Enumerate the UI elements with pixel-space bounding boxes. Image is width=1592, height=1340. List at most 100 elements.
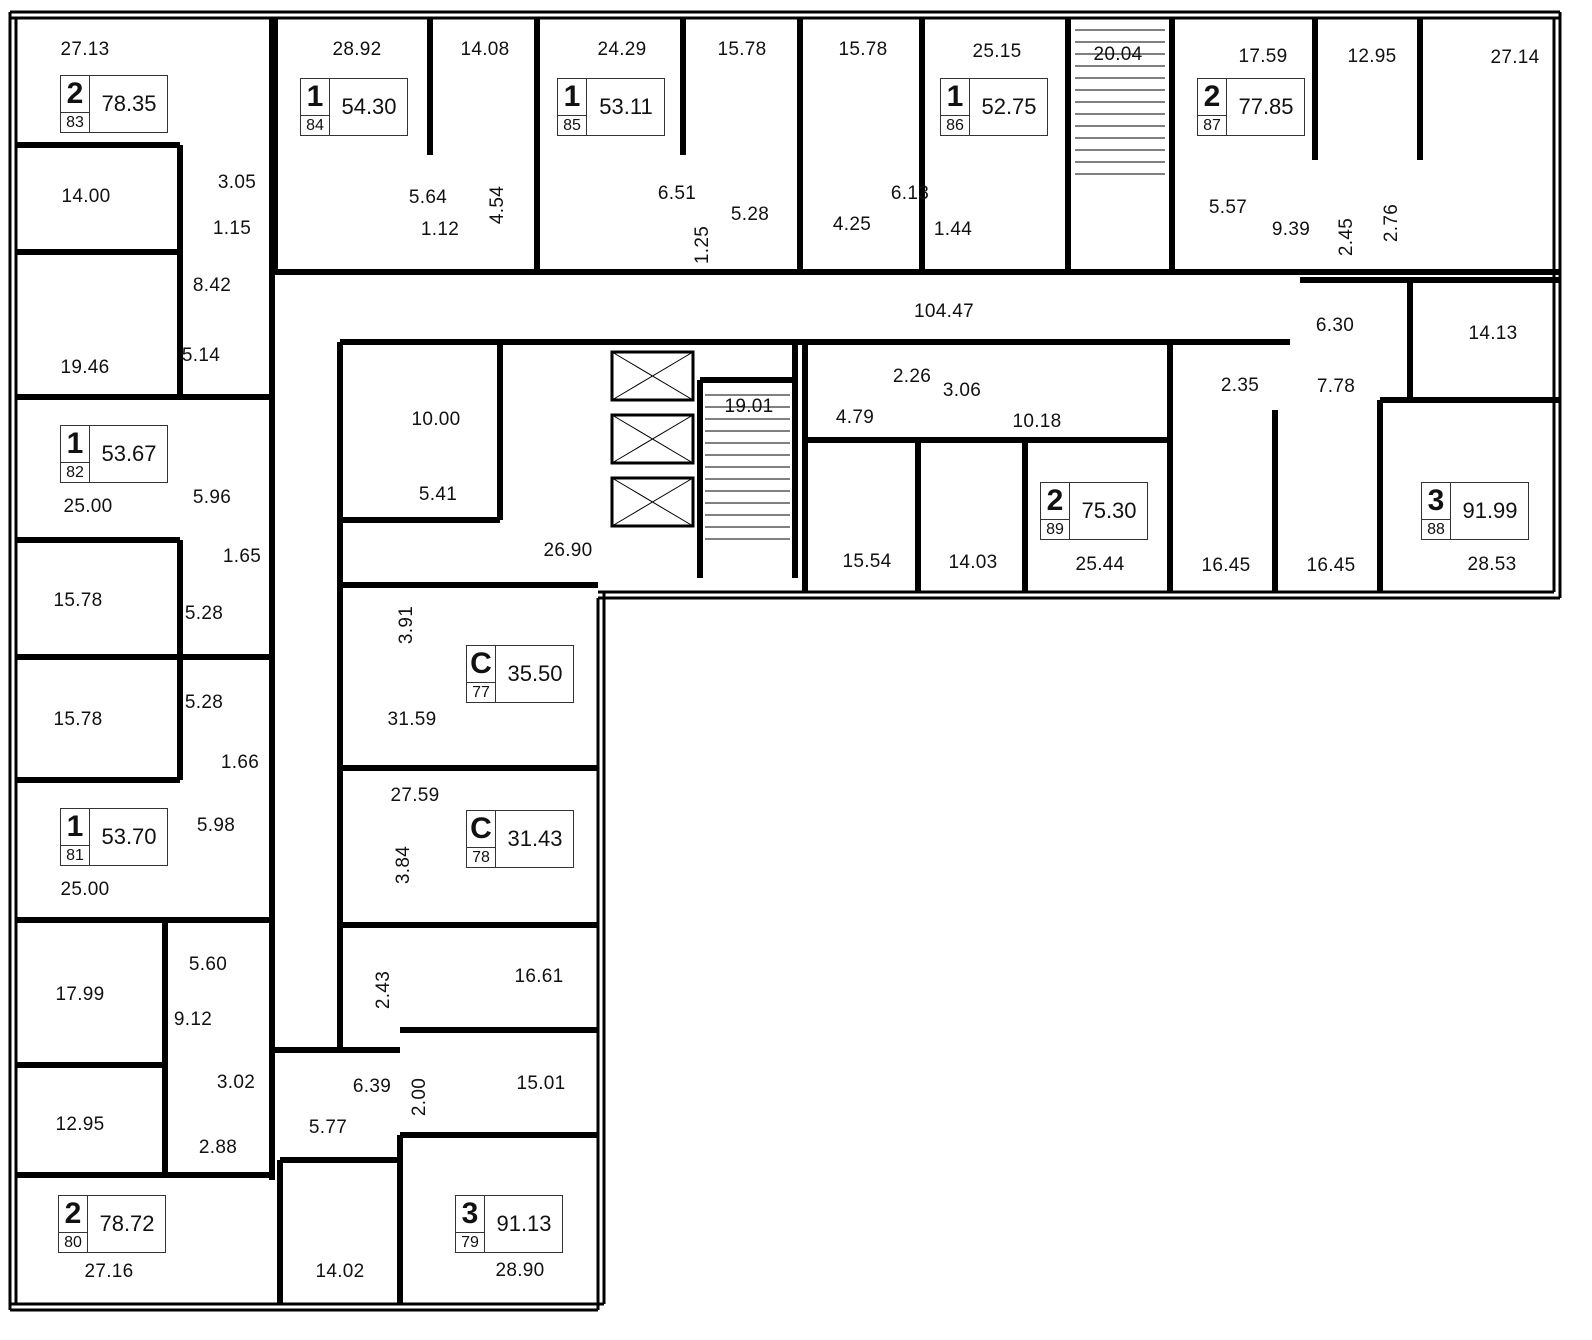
room-area-label: 20.04	[1093, 44, 1143, 65]
room-area-label: 7.78	[1316, 376, 1356, 397]
apartment-room-count: 3	[1427, 484, 1445, 517]
apartment-total-area: 31.43	[495, 811, 574, 867]
apartment-room-count: 1	[563, 80, 581, 113]
corridor-area-label: 104.47	[914, 301, 974, 322]
room-area-label: 14.08	[460, 39, 510, 60]
room-area-label: 2.26	[892, 366, 932, 387]
room-area-label: 10.18	[1012, 411, 1062, 432]
apartment-number: 81	[61, 845, 89, 866]
apartment-room-count: 1	[66, 810, 84, 843]
elevator-shaft	[610, 476, 695, 528]
elevator-shaft	[610, 350, 695, 402]
room-area-label: 8.42	[192, 275, 232, 296]
room-area-label: 2.43	[373, 970, 394, 1010]
room-area-label: 3.91	[396, 605, 417, 645]
room-area-label: 27.13	[60, 39, 110, 60]
room-area-label: 16.61	[514, 966, 564, 987]
apartment-number: 88	[1422, 519, 1450, 540]
room-area-label: 1.15	[212, 218, 252, 239]
room-area-label: 6.51	[657, 183, 697, 204]
apartment-number: 78	[467, 847, 495, 868]
room-area-label: 3.05	[217, 172, 257, 193]
room-area-label: 25.44	[1075, 554, 1125, 575]
room-area-label: 1.44	[933, 219, 973, 240]
apartment-total-area: 75.30	[1069, 483, 1148, 539]
room-area-label: 31.59	[387, 709, 437, 730]
room-area-label: 9.12	[173, 1009, 213, 1030]
apartment-number: 82	[61, 462, 89, 483]
room-area-label: 25.00	[63, 496, 113, 517]
room-area-label: 5.77	[308, 1117, 348, 1138]
apartment-total-area: 53.67	[89, 426, 168, 482]
room-area-label: 5.28	[184, 603, 224, 624]
room-area-label: 15.78	[717, 39, 767, 60]
room-area-label: 10.00	[411, 409, 461, 430]
room-area-label: 6.39	[352, 1076, 392, 1097]
room-area-label: 5.64	[408, 187, 448, 208]
apartment-total-area: 91.99	[1450, 483, 1529, 539]
room-area-label: 26.90	[543, 540, 593, 561]
room-area-label: 5.41	[418, 484, 458, 505]
room-area-label: 24.29	[597, 39, 647, 60]
apartment-total-area: 91.13	[484, 1196, 563, 1252]
room-area-label: 5.60	[188, 954, 228, 975]
apartment-number: 79	[456, 1232, 484, 1253]
room-area-label: 17.59	[1238, 46, 1288, 67]
apartment-number: 85	[558, 115, 586, 136]
apartment-number: 80	[59, 1232, 87, 1253]
room-area-label: 19.01	[724, 396, 774, 417]
room-area-label: 4.79	[835, 407, 875, 428]
room-area-label: 5.57	[1208, 197, 1248, 218]
elevator-cross	[611, 477, 694, 527]
room-area-label: 15.78	[53, 590, 103, 611]
room-area-label: 1.66	[220, 752, 260, 773]
room-area-label: 5.28	[184, 692, 224, 713]
room-area-label: 28.90	[495, 1260, 545, 1281]
room-area-label: 16.45	[1306, 555, 1356, 576]
room-area-label: 3.02	[216, 1072, 256, 1093]
room-area-label: 3.84	[393, 845, 414, 885]
room-area-label: 1.12	[420, 219, 460, 240]
room-area-label: 15.78	[838, 39, 888, 60]
apartment-number: 83	[61, 112, 89, 133]
room-area-label: 5.98	[196, 815, 236, 836]
apartment-room-count: C	[470, 812, 492, 845]
room-area-label: 2.00	[409, 1077, 430, 1117]
room-area-label: 6.13	[890, 183, 930, 204]
apartment-number: 86	[941, 115, 969, 136]
room-area-label: 28.53	[1467, 554, 1517, 575]
room-area-label: 12.95	[1347, 46, 1397, 67]
apartment-room-count: 1	[306, 80, 324, 113]
apartment-number: 77	[467, 682, 495, 703]
apartment-total-area: 78.35	[89, 76, 168, 132]
room-area-label: 5.96	[192, 487, 232, 508]
apartment-room-count: 1	[66, 427, 84, 460]
room-area-label: 14.13	[1468, 323, 1518, 344]
apartment-total-area: 78.72	[87, 1196, 166, 1252]
room-area-label: 6.30	[1315, 315, 1355, 336]
room-area-label: 14.02	[315, 1261, 365, 1282]
apartment-room-count: 2	[1046, 484, 1064, 517]
apartment-room-count: 1	[946, 80, 964, 113]
room-area-label: 14.00	[61, 186, 111, 207]
apartment-room-count: 2	[64, 1197, 82, 1230]
room-area-label: 2.88	[198, 1137, 238, 1158]
apartment-total-area: 53.70	[89, 809, 168, 865]
room-area-label: 5.28	[730, 204, 770, 225]
room-area-label: 15.54	[842, 551, 892, 572]
room-area-label: 27.14	[1490, 47, 1540, 68]
room-area-label: 4.25	[832, 214, 872, 235]
room-area-label: 25.00	[60, 879, 110, 900]
elevator-cross	[611, 351, 694, 401]
room-area-label: 17.99	[55, 984, 105, 1005]
